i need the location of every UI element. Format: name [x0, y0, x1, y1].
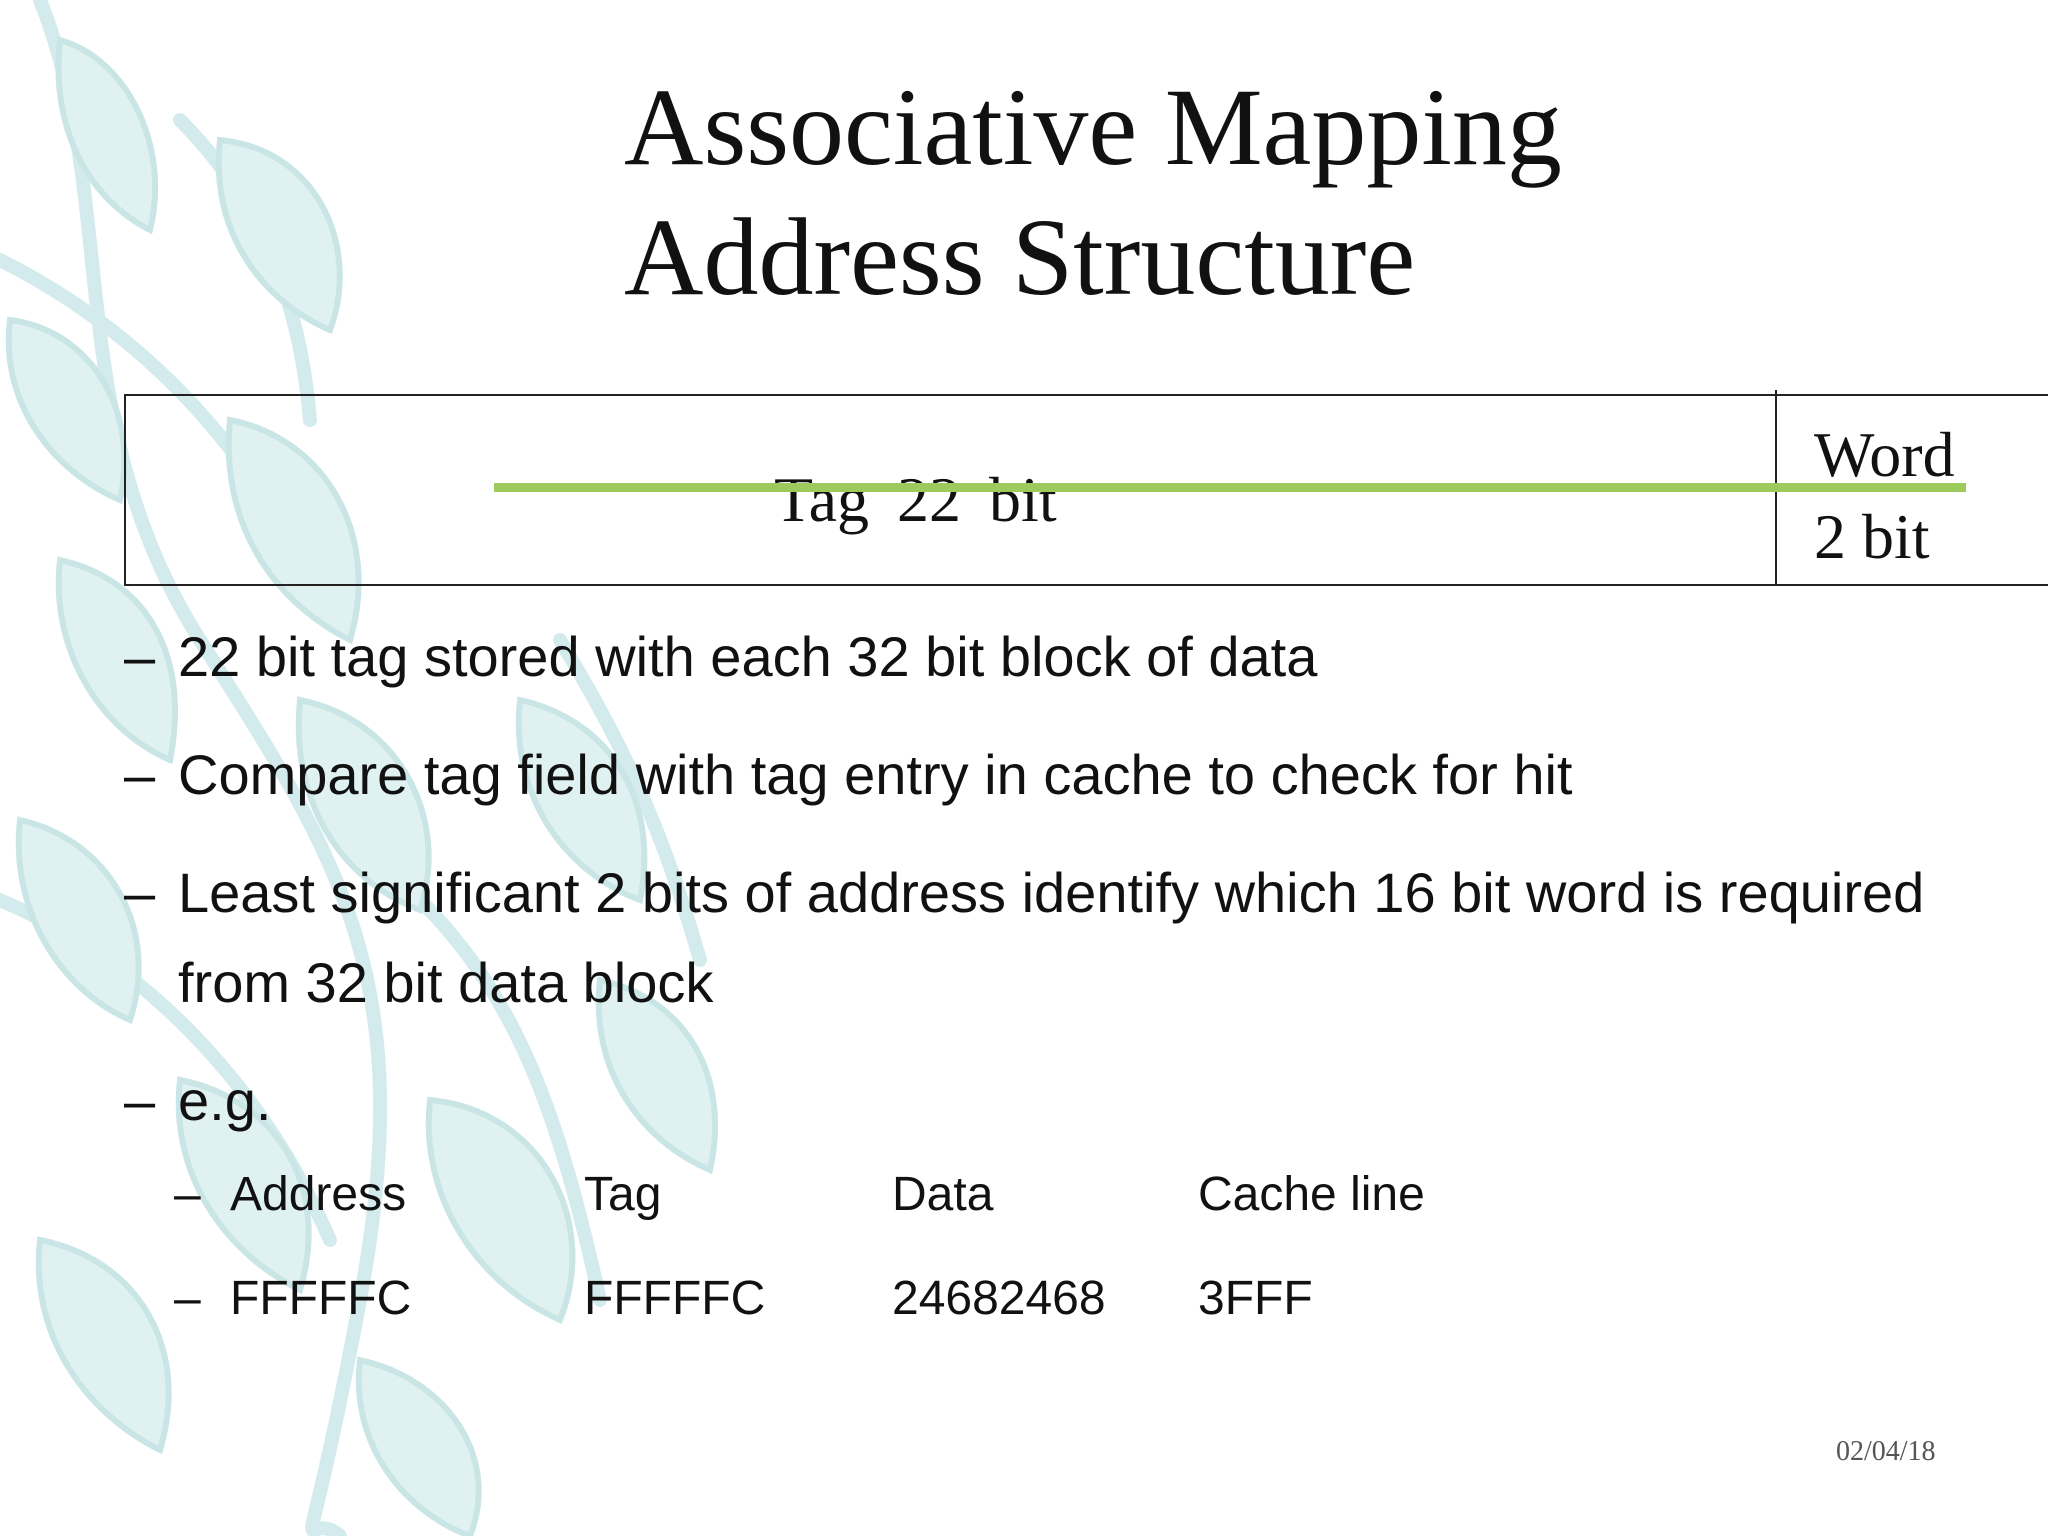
bullet-text: Compare tag field with tag entry in cach…: [178, 743, 1573, 806]
word-field-label-line-2: 2 bit: [1814, 501, 1930, 572]
leaf-background-decoration: [0, 0, 719, 1536]
green-accent-rule: [494, 483, 1966, 492]
bullet-text: e.g.: [178, 1069, 272, 1132]
word-field-label-line-1: Word: [1814, 419, 1955, 490]
example-tag-value: FFFFFC: [584, 1272, 766, 1325]
example-header-address: Address: [230, 1168, 407, 1221]
example-header-tag: Tag: [584, 1168, 662, 1221]
example-data-value: 24682468: [892, 1272, 1106, 1325]
bullet-item: – Least significant 2 bits of address id…: [124, 848, 1984, 1028]
bullet-item: – 22 bit tag stored with each 32 bit blo…: [124, 612, 1984, 702]
slide-title-line-1: Associative Mapping: [624, 66, 1562, 188]
slide-date: 02/04/18: [1836, 1436, 1936, 1467]
bullet-dash: –: [124, 1069, 156, 1132]
example-header-data: Data: [892, 1168, 994, 1221]
bullet-text: Least significant 2 bits of address iden…: [178, 861, 1925, 1014]
bullet-text: 22 bit tag stored with each 32 bit block…: [178, 625, 1318, 688]
example-address-value: FFFFFC: [230, 1272, 412, 1325]
example-value-row: – FFFFFC FFFFFC 24682468 3FFF: [174, 1264, 1474, 1334]
example-header-cache-line: Cache line: [1198, 1168, 1425, 1221]
address-structure-table: Tag 22 bit Word 2 bit: [124, 390, 2048, 586]
tag-field-label: Tag 22 bit: [774, 464, 1057, 535]
word-field-label: Word 2 bit: [1814, 414, 1955, 578]
bullet-dash: –: [124, 861, 156, 924]
bullet-dash: –: [174, 1168, 201, 1221]
bullet-dash: –: [124, 743, 156, 806]
example-cache-line-value: 3FFF: [1198, 1272, 1313, 1325]
example-header-row: – Address Tag Data Cache line: [174, 1160, 1474, 1230]
slide-title: Associative Mapping Address Structure: [624, 62, 1562, 322]
slide-title-line-2: Address Structure: [624, 196, 1416, 318]
bullet-item: – e.g.: [124, 1056, 1984, 1146]
bullet-item: – Compare tag field with tag entry in ca…: [124, 730, 1984, 820]
bullet-dash: –: [124, 625, 156, 688]
bullet-dash: –: [174, 1272, 201, 1325]
bullet-list: – 22 bit tag stored with each 32 bit blo…: [124, 612, 1984, 1174]
